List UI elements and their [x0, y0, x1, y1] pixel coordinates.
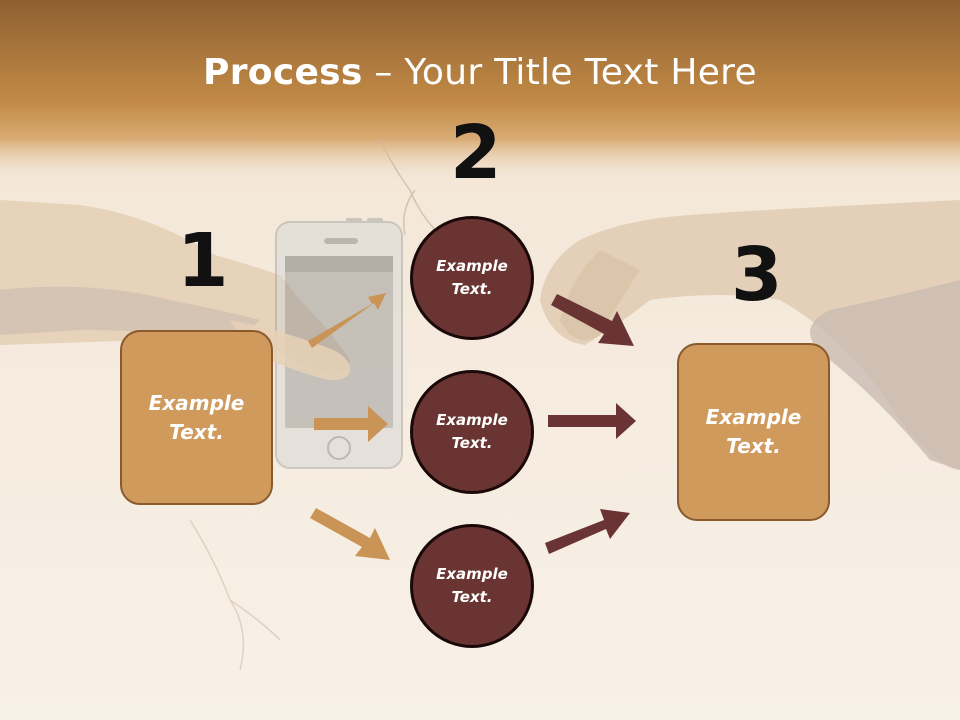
right-box-text: Example Text.: [705, 405, 802, 458]
step-number-1: 1: [177, 218, 229, 304]
step-number-3: 3: [731, 232, 783, 318]
circle-middle-text: Example Text.: [436, 411, 508, 452]
circle-bottom-text: Example Text.: [436, 565, 508, 606]
title-bold: Process: [203, 52, 363, 93]
title-rest: – Your Title Text Here: [362, 52, 757, 93]
right-box: Example Text.: [677, 343, 830, 521]
circle-middle: Example Text.: [410, 370, 534, 494]
left-box-text: Example Text.: [148, 390, 245, 444]
circle-top-text: Example Text.: [436, 257, 508, 298]
circle-top: Example Text.: [410, 216, 534, 340]
left-box: Example Text.: [120, 330, 273, 505]
circle-bottom: Example Text.: [410, 524, 534, 648]
step-number-2: 2: [450, 110, 502, 196]
slide-title: Process – Your Title Text Here: [0, 52, 960, 93]
